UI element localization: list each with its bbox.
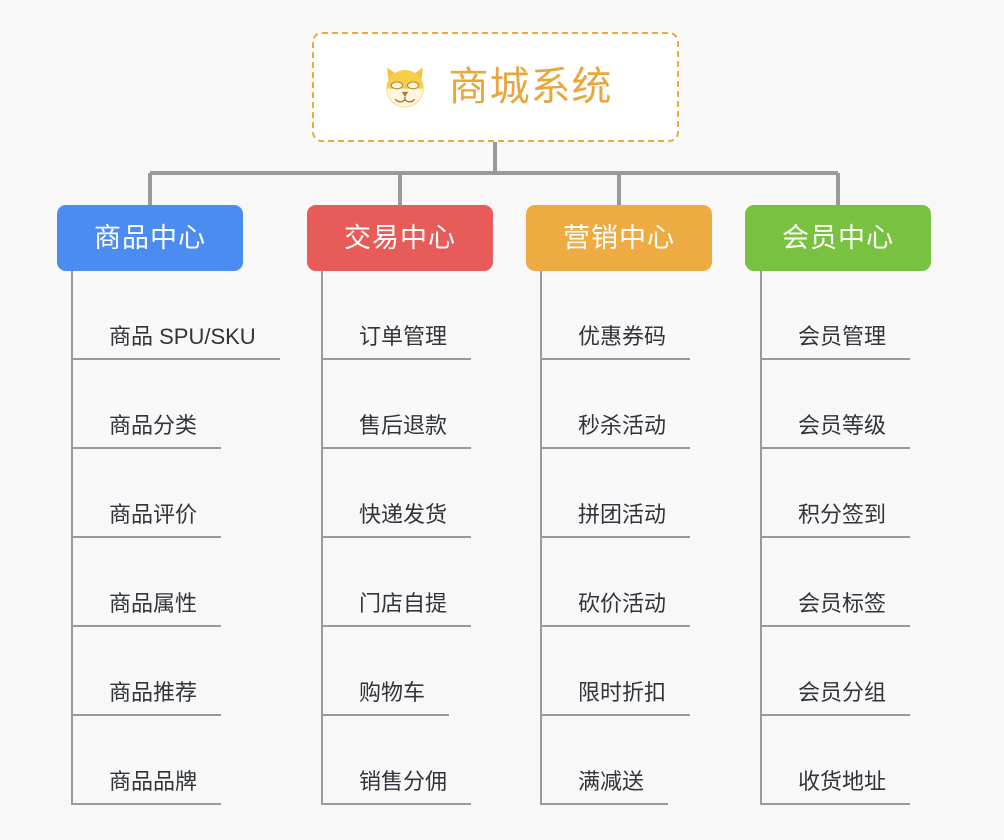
category-label: 会员中心 xyxy=(782,222,894,253)
list-item[interactable]: 会员管理 xyxy=(759,271,990,361)
list-item[interactable]: 商品 SPU/SKU xyxy=(71,271,301,361)
category-box-trade[interactable]: 交易中心 xyxy=(307,205,493,271)
leaf-label: 积分签到 xyxy=(759,502,911,539)
category-box-products[interactable]: 商品中心 xyxy=(57,205,243,271)
list-item[interactable]: 会员等级 xyxy=(759,360,990,450)
leaf-label: 会员标签 xyxy=(759,591,911,628)
list-item[interactable]: 秒杀活动 xyxy=(539,360,770,450)
list-item[interactable]: 优惠券码 xyxy=(539,271,770,361)
root-title: 商城系统 xyxy=(448,65,613,109)
list-item[interactable]: 满减送 xyxy=(539,716,770,806)
leaf-label: 购物车 xyxy=(320,680,450,717)
list-item[interactable]: 商品属性 xyxy=(70,538,301,628)
root-node[interactable]: 商城系统 xyxy=(312,32,679,142)
leaf-label: 商品评价 xyxy=(70,502,222,539)
leaf-label: 砍价活动 xyxy=(539,591,691,628)
leaf-label: 秒杀活动 xyxy=(539,413,691,450)
leaf-label: 限时折扣 xyxy=(539,680,691,717)
leaf-label: 商品属性 xyxy=(70,591,222,628)
leaf-label: 会员管理 xyxy=(759,324,911,361)
leaf-label: 售后退款 xyxy=(320,413,472,450)
list-item[interactable]: 门店自提 xyxy=(320,538,551,628)
list-item[interactable]: 商品分类 xyxy=(70,360,301,450)
leaf-column-trade: 订单管理 售后退款 快递发货 门店自提 购物车 销售分佣 xyxy=(320,271,551,806)
leaf-label: 商品分类 xyxy=(70,413,222,450)
leaf-label: 销售分佣 xyxy=(320,769,472,806)
leaf-label: 门店自提 xyxy=(320,591,472,628)
list-item[interactable]: 快递发货 xyxy=(320,449,551,539)
leaf-label: 收货地址 xyxy=(759,769,911,806)
category-box-members[interactable]: 会员中心 xyxy=(745,205,931,271)
list-item[interactable]: 会员标签 xyxy=(759,538,990,628)
leaf-label: 商品推荐 xyxy=(70,680,222,717)
list-item[interactable]: 积分签到 xyxy=(759,449,990,539)
leaf-label: 订单管理 xyxy=(320,324,472,361)
list-item[interactable]: 砍价活动 xyxy=(539,538,770,628)
leaf-label: 会员分组 xyxy=(759,680,911,717)
list-item[interactable]: 限时折扣 xyxy=(539,627,770,717)
list-item[interactable]: 拼团活动 xyxy=(539,449,770,539)
list-item[interactable]: 商品推荐 xyxy=(70,627,301,717)
list-item[interactable]: 收货地址 xyxy=(759,716,990,806)
leaf-label: 优惠券码 xyxy=(539,324,691,361)
leaf-label: 商品品牌 xyxy=(70,769,222,806)
leaf-label: 快递发货 xyxy=(320,502,472,539)
category-label: 交易中心 xyxy=(344,222,456,253)
list-item[interactable]: 售后退款 xyxy=(320,360,551,450)
list-item[interactable]: 购物车 xyxy=(320,627,551,717)
leaf-label: 满减送 xyxy=(539,769,669,806)
list-item[interactable]: 销售分佣 xyxy=(320,716,551,806)
leaf-column-marketing: 优惠券码 秒杀活动 拼团活动 砍价活动 限时折扣 满减送 xyxy=(539,271,770,806)
leaf-column-products: 商品 SPU/SKU 商品分类 商品评价 商品属性 商品推荐 商品品牌 xyxy=(70,271,301,806)
leaf-label: 商品 SPU/SKU xyxy=(71,324,280,361)
category-box-marketing[interactable]: 营销中心 xyxy=(526,205,712,271)
leaf-column-members: 会员管理 会员等级 积分签到 会员标签 会员分组 收货地址 xyxy=(759,271,990,806)
leaf-label: 拼团活动 xyxy=(539,502,691,539)
list-item[interactable]: 订单管理 xyxy=(320,271,551,361)
list-item[interactable]: 商品品牌 xyxy=(70,716,301,806)
leaf-label: 会员等级 xyxy=(759,413,911,450)
shiba-dog-face-icon xyxy=(385,67,424,108)
category-label: 营销中心 xyxy=(563,222,675,253)
list-item[interactable]: 会员分组 xyxy=(759,627,990,717)
category-label: 商品中心 xyxy=(94,222,206,253)
list-item[interactable]: 商品评价 xyxy=(70,449,301,539)
